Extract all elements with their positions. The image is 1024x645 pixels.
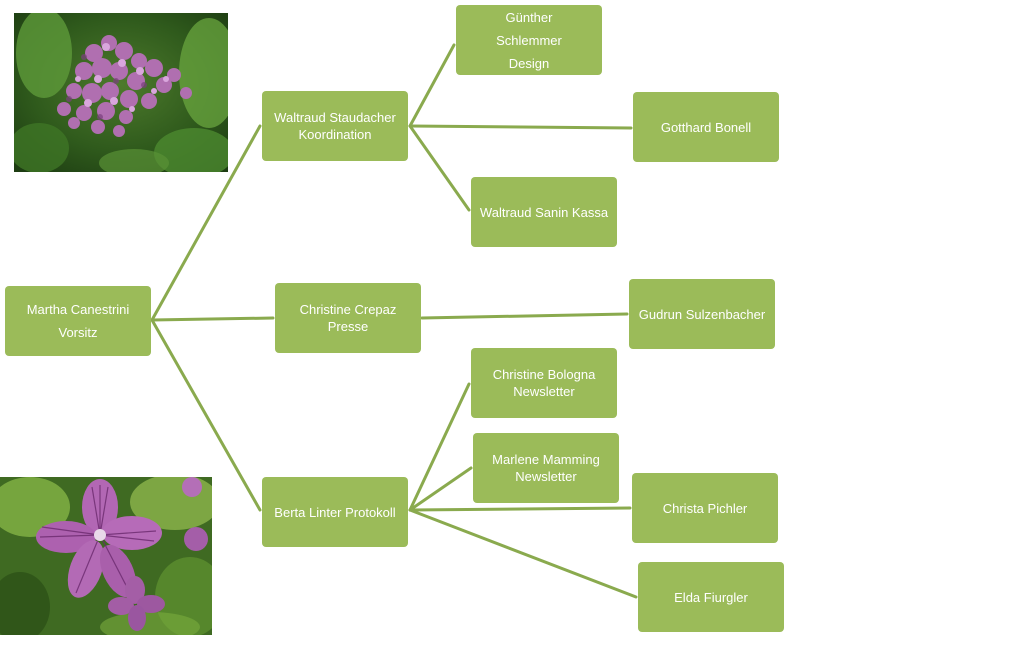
connector-crepaz-gudrun bbox=[420, 312, 629, 320]
connector-root-waltraud-staudacher bbox=[150, 124, 262, 322]
node-guenther-schlemmer: Günther Schlemmer Design bbox=[456, 5, 602, 75]
connector-berta-bologna bbox=[408, 382, 471, 512]
node-christine-bologna: Christine Bologna Newsletter bbox=[471, 348, 617, 418]
node-label: Günther Schlemmer Design bbox=[496, 9, 562, 71]
connector-root-christine-crepaz bbox=[150, 316, 275, 322]
connector-berta-mamming bbox=[408, 466, 473, 512]
node-waltraud-sanin: Waltraud Sanin Kassa bbox=[471, 177, 617, 247]
connector-berta-fiurgler bbox=[408, 508, 638, 599]
node-christa-pichler: Christa Pichler bbox=[632, 473, 778, 543]
node-gudrun-sulzenbacher: Gudrun Sulzenbacher bbox=[629, 279, 775, 349]
connector-staudacher-guenther bbox=[408, 43, 456, 128]
node-label: Christa Pichler bbox=[662, 500, 748, 516]
node-elda-fiurgler: Elda Fiurgler bbox=[638, 562, 784, 632]
node-label: Marlene Mamming Newsletter bbox=[492, 452, 600, 484]
node-label: Elda Fiurgler bbox=[674, 589, 748, 605]
node-label: Christine Bologna Newsletter bbox=[492, 367, 596, 399]
connector-staudacher-sanin bbox=[408, 124, 471, 212]
node-gotthard-bonell: Gotthard Bonell bbox=[633, 92, 779, 162]
node-christine-crepaz: Christine Crepaz Presse bbox=[275, 283, 421, 353]
node-marlene-mamming: Marlene Mamming Newsletter bbox=[473, 433, 619, 503]
node-label: Waltraud Sanin Kassa bbox=[479, 204, 609, 220]
node-label: Christine Crepaz Presse bbox=[299, 302, 397, 334]
connector-berta-pichler bbox=[408, 506, 632, 512]
node-label: Berta Linter Protokoll bbox=[274, 504, 396, 520]
node-label: Gotthard Bonell bbox=[660, 119, 752, 135]
node-label: Gudrun Sulzenbacher bbox=[638, 306, 766, 322]
node-label: Martha Canestrini Vorsitz bbox=[26, 302, 130, 340]
node-waltraud-staudacher: Waltraud Staudacher Koordination bbox=[262, 91, 408, 161]
node-martha-canestrini: Martha Canestrini Vorsitz bbox=[5, 286, 151, 356]
node-label: Waltraud Staudacher Koordination bbox=[274, 110, 396, 142]
connector-root-berta-linter bbox=[150, 318, 262, 512]
node-berta-linter: Berta Linter Protokoll bbox=[262, 477, 408, 547]
connector-staudacher-gotthard bbox=[408, 124, 633, 130]
mallow-flower-photo bbox=[0, 477, 212, 635]
lilac-flowers-photo bbox=[14, 13, 228, 172]
